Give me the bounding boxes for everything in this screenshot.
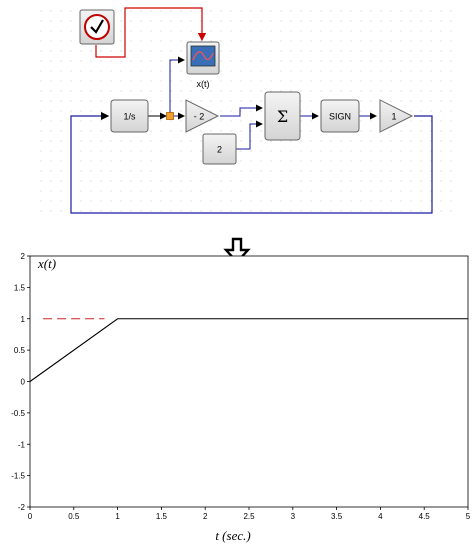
chart: 2 1.5 1 0.5 0 -0.5 -1 -1.5 -2 0 0.5 1 1.5 2 2.5 3 3.5 4 4… xyxy=(11,252,471,543)
sign-label: SIGN xyxy=(329,112,351,122)
gain-to-sum-link xyxy=(220,104,263,117)
gain-neg2-block[interactable]: - 2 xyxy=(185,99,220,133)
feedback-link xyxy=(70,111,433,214)
x-tick-label: 5 xyxy=(466,512,471,521)
x-tick-label: 4.5 xyxy=(419,512,431,521)
y-tick-label: -1.5 xyxy=(11,472,25,481)
clock-icon xyxy=(84,14,110,40)
split-to-scope-link xyxy=(169,56,185,113)
plot-series xyxy=(29,318,468,382)
scope-screen-icon xyxy=(190,45,216,67)
sum-label: Σ xyxy=(277,107,288,126)
x-tick-label: 4 xyxy=(378,512,383,521)
constant-2-label: 2 xyxy=(217,145,222,155)
y-tick-label: 1.5 xyxy=(14,283,26,292)
y-axis: 2 1.5 1 0.5 0 -0.5 -1 -1.5 -2 xyxy=(11,252,30,512)
x-tick-label: 2.5 xyxy=(243,512,255,521)
block-diagram: x(t) 1/s - 2 2 Σ SIGN xyxy=(40,5,460,215)
y-tick-label: 0.5 xyxy=(14,346,26,355)
split-point xyxy=(166,112,174,120)
integrator-label: 1/s xyxy=(123,112,136,122)
y-tick-label: -2 xyxy=(18,503,26,512)
y-tick-label: -1 xyxy=(18,440,26,449)
y-tick-label: 2 xyxy=(21,252,26,261)
y-tick-label: 0 xyxy=(21,378,26,387)
y-tick-label: 1 xyxy=(21,315,26,324)
sum-block[interactable]: Σ xyxy=(264,91,301,141)
gain-neg2-label: - 2 xyxy=(194,112,205,122)
x-axis: 0 0.5 1 1.5 2 2.5 3 3.5 4 4.5 5 xyxy=(28,507,471,521)
x-tick-label: 0.5 xyxy=(68,512,80,521)
x-tick-label: 0 xyxy=(28,512,33,521)
gain-1-label: 1 xyxy=(391,112,396,122)
const-to-sum-link xyxy=(236,120,263,150)
x-of-t-line xyxy=(29,318,468,382)
y-tick-label: -0.5 xyxy=(11,409,25,418)
gain-1-block[interactable]: 1 xyxy=(379,99,414,133)
y-axis-title: x(t) xyxy=(37,256,56,271)
x-tick-label: 1 xyxy=(115,512,120,521)
clock-block[interactable] xyxy=(79,9,115,45)
constant-2-block[interactable]: 2 xyxy=(202,133,237,165)
x-tick-label: 3.5 xyxy=(331,512,343,521)
clock-to-scope-link xyxy=(95,7,207,58)
integrator-block[interactable]: 1/s xyxy=(110,99,149,133)
x-tick-label: 1.5 xyxy=(156,512,168,521)
scope-label: x(t) xyxy=(197,79,210,89)
scope-block[interactable]: x(t) xyxy=(186,41,220,89)
x-axis-title: t (sec.) xyxy=(215,528,250,543)
plot-frame xyxy=(29,255,469,508)
x-tick-label: 2 xyxy=(203,512,208,521)
x-tick-label: 3 xyxy=(291,512,296,521)
sign-block[interactable]: SIGN xyxy=(320,99,360,133)
